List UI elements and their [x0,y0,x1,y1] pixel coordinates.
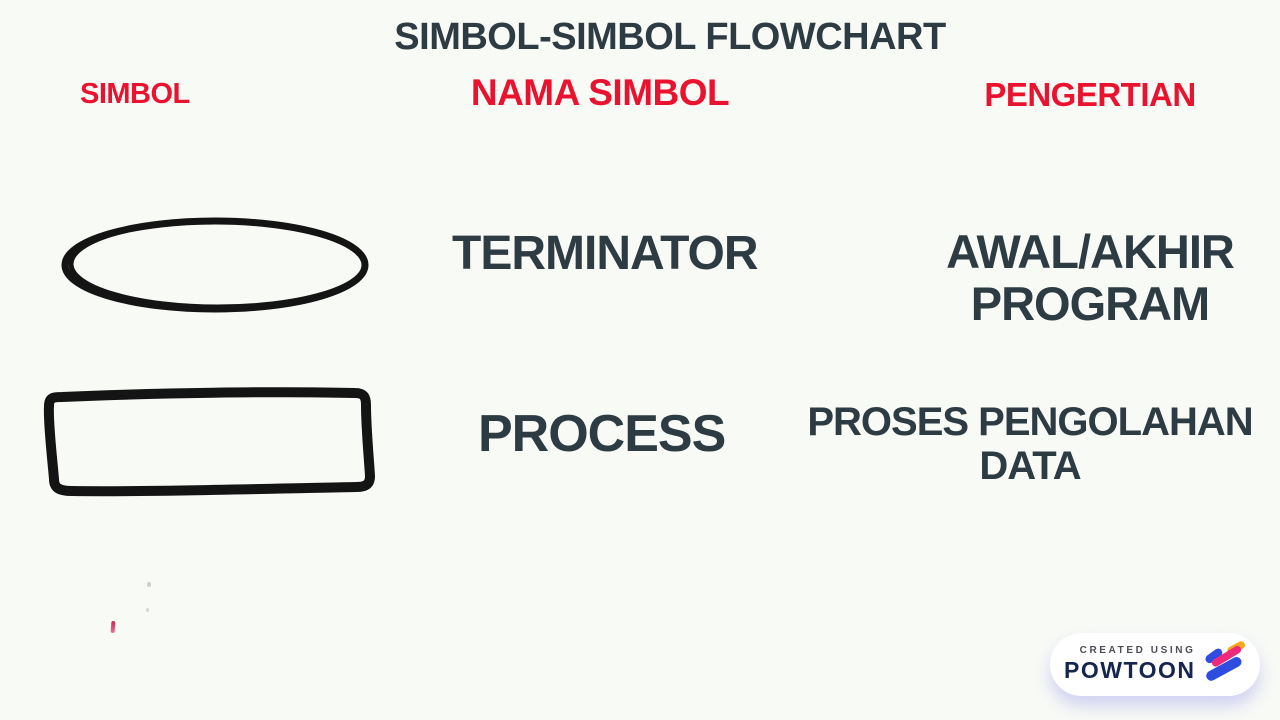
watermark-text: CREATED USING POWTOON [1064,645,1195,684]
watermark-caption: CREATED USING [1079,645,1196,656]
powtoon-logo-icon [1202,639,1248,690]
stray-red-ink-mark [110,620,116,634]
page-title: SIMBOL-SIMBOL FLOWCHART [394,16,946,58]
symbol-name-terminator: TERMINATOR [452,227,759,280]
symbol-name-process: PROCESS [478,405,726,463]
stray-ink-dot [147,582,151,587]
column-header-nama-simbol: NAMA SIMBOL [470,72,730,113]
stray-ink-dot [146,608,149,612]
watermark-brand: POWTOON [1064,657,1196,683]
column-header-simbol: SIMBOL [80,78,190,110]
process-symbol [40,384,380,500]
column-header-pengertian: PENGERTIAN [984,76,1196,113]
symbol-meaning-terminator: AWAL/AKHIR PROGRAM [946,225,1235,330]
terminator-symbol [55,214,375,318]
powtoon-watermark-badge[interactable]: CREATED USING POWTOON [1050,633,1260,696]
symbol-meaning-process: PROSES PENGOLAHAN DATA [807,400,1253,488]
